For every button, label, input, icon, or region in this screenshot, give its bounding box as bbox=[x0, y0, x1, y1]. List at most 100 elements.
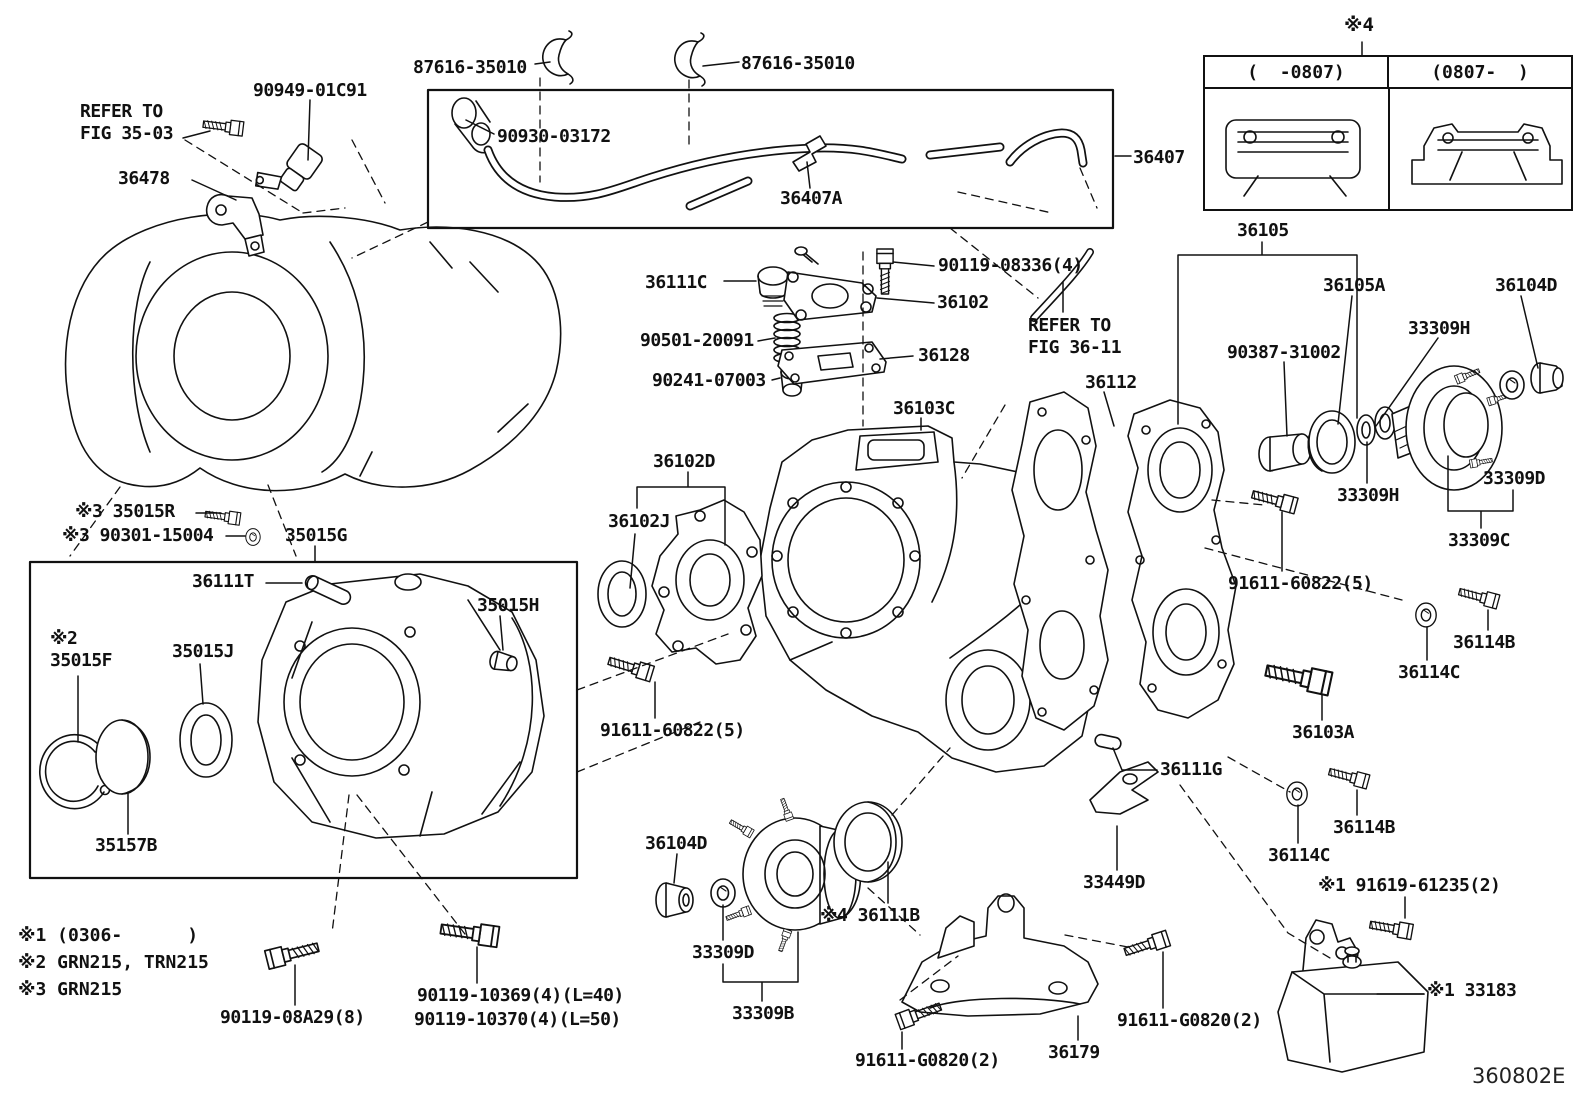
part-label-35015r: ※3 35015R bbox=[75, 501, 175, 522]
extension-housing-box bbox=[28, 560, 579, 880]
output-flange-drawing bbox=[1391, 365, 1512, 491]
part-label-36407a: 36407A bbox=[780, 188, 843, 209]
footnote-1: ※1 (0306- ) bbox=[18, 925, 199, 946]
part-label-36114c-2: 36114C bbox=[1268, 845, 1331, 866]
dowel-pin-drawing bbox=[304, 575, 352, 605]
part-label-90930-03172: 90930-03172 bbox=[497, 126, 611, 147]
part-label-36104d-top: 36104D bbox=[1495, 275, 1558, 296]
output-seal-36111b-drawing bbox=[833, 801, 903, 883]
part-label-91611-g0820-l: 91611-G0820(2) bbox=[855, 1050, 1000, 1071]
part-label-87616-35010-a: 87616-35010 bbox=[413, 57, 527, 78]
hose-clamp-drawing bbox=[792, 135, 827, 172]
part-label-35015g: 35015G bbox=[285, 525, 348, 546]
diagram-code: 360802E bbox=[1472, 1064, 1566, 1088]
part-label-90241-07003: 90241-07003 bbox=[652, 370, 766, 391]
footnote-2: ※2 GRN215, TRN215 bbox=[18, 952, 209, 973]
part-label-36103a: 36103A bbox=[1292, 722, 1355, 743]
variant-table-marker: ※4 bbox=[1344, 14, 1374, 36]
part-label-36104d-b: 36104D bbox=[645, 833, 708, 854]
flange-nut-drawing bbox=[1530, 362, 1564, 394]
stiffener-bracket-drawing bbox=[1089, 761, 1159, 815]
part-label-36111b: ※4 36111B bbox=[820, 905, 920, 926]
part-label-33183: ※1 33183 bbox=[1427, 980, 1517, 1001]
part-label-33309h-top: 33309H bbox=[1408, 318, 1471, 339]
part-label-36102d: 36102D bbox=[653, 451, 716, 472]
part-label-36103c: 36103C bbox=[893, 398, 956, 419]
part-label-33309d-r: 33309D bbox=[1483, 468, 1546, 489]
part-label-36407: 36407 bbox=[1133, 147, 1185, 168]
dowel-pin-36111g-drawing bbox=[1094, 733, 1122, 751]
part-label-36478: 36478 bbox=[118, 168, 170, 189]
clip-drawing-2 bbox=[674, 32, 706, 87]
part-label-36111g: 36111G bbox=[1160, 759, 1223, 780]
part-label-90119-10370: 90119-10370(4)(L=50) bbox=[414, 1009, 621, 1030]
transfer-case-rear-drawing bbox=[1127, 399, 1237, 719]
bottom-nut-drawing bbox=[655, 882, 694, 918]
spacer-bushing-drawing bbox=[1258, 433, 1312, 472]
part-label-36112: 36112 bbox=[1085, 372, 1137, 393]
part-label-91611-60822-r: 91611-60822(5) bbox=[1228, 573, 1373, 594]
part-label-35015f: ※2 35015F bbox=[50, 628, 113, 671]
variant-table: ( -0807) (0807- ) bbox=[1203, 55, 1573, 211]
speed-sensor-drawing bbox=[254, 143, 323, 192]
part-label-36179: 36179 bbox=[1048, 1042, 1100, 1063]
variant-column-late: (0807- ) bbox=[1431, 61, 1529, 83]
part-label-36111t: 36111T bbox=[192, 571, 255, 592]
extension-housing-drawing bbox=[257, 573, 545, 839]
part-label-90119-08336: 90119-08336(4) bbox=[938, 255, 1083, 276]
part-label-91611-g0820-r: 91611-G0820(2) bbox=[1117, 1010, 1262, 1031]
sensor-bracket-drawing bbox=[205, 193, 265, 257]
cup-plug-drawing bbox=[95, 719, 151, 795]
bottom-washer-drawing bbox=[710, 878, 736, 908]
part-label-35157b: 35157B bbox=[95, 835, 158, 856]
part-label-91611-60822-c: 91611-60822(5) bbox=[600, 720, 745, 741]
seal-variant-early-drawing bbox=[1225, 119, 1361, 197]
part-label-90301-15004: ※3 90301-15004 bbox=[62, 525, 214, 546]
front-seal-drawing bbox=[597, 560, 647, 628]
variant-column-early: ( -0807) bbox=[1205, 57, 1389, 87]
rear-seal-drawing bbox=[179, 702, 233, 778]
gasket-36128-drawing bbox=[777, 341, 887, 385]
breather-hose-box bbox=[426, 88, 1115, 230]
clip-drawing-1 bbox=[542, 30, 574, 85]
part-label-87616-35010-b: 87616-35010 bbox=[741, 53, 855, 74]
part-label-33309c: 33309C bbox=[1448, 530, 1511, 551]
part-label-36105: 36105 bbox=[1237, 220, 1289, 241]
part-label-91619-61235: ※1 91619-61235(2) bbox=[1318, 875, 1501, 896]
transfer-case-front-drawing bbox=[759, 425, 1093, 773]
part-label-33309h-2: 33309H bbox=[1337, 485, 1400, 506]
rear-bearing-drawing bbox=[1307, 410, 1356, 474]
variant-table-divider bbox=[1388, 87, 1390, 209]
part-label-90501-20091: 90501-20091 bbox=[640, 330, 754, 351]
construction-lines bbox=[69, 77, 1403, 1001]
support-bracket-drawing bbox=[901, 893, 1099, 1017]
part-label-90387-31002: 90387-31002 bbox=[1227, 342, 1341, 363]
part-label-refer-fig-36-11: REFER TO FIG 36-11 bbox=[1028, 315, 1122, 358]
part-label-36105a: 36105A bbox=[1323, 275, 1386, 296]
part-label-33309b: 33309B bbox=[732, 1003, 795, 1024]
part-label-36102j: 36102J bbox=[608, 511, 671, 532]
breather-pipe-drawing bbox=[1030, 248, 1094, 322]
flange-washer-drawing bbox=[1499, 370, 1525, 400]
part-label-35015j: 35015J bbox=[172, 641, 235, 662]
part-label-36111c: 36111C bbox=[645, 272, 708, 293]
case-gasket-drawing bbox=[1011, 391, 1109, 731]
part-label-33309d-b: 33309D bbox=[692, 942, 755, 963]
footnote-3: ※3 GRN215 bbox=[18, 979, 123, 1000]
seal-variant-late-drawing bbox=[1411, 123, 1563, 185]
part-label-36114c-1: 36114C bbox=[1398, 662, 1461, 683]
cup-plug-small-drawing bbox=[489, 650, 518, 672]
part-label-36114b-1: 36114B bbox=[1453, 632, 1516, 653]
part-label-90949-01c91: 90949-01C91 bbox=[253, 80, 367, 101]
part-label-refer-fig-35-03: REFER TO FIG 35-03 bbox=[80, 101, 174, 144]
part-label-36114b-2: 36114B bbox=[1333, 817, 1396, 838]
footnotes: ※1 (0306- ) ※2 GRN215, TRN215 ※3 GRN215 bbox=[18, 922, 209, 1003]
part-label-90119-10369: 90119-10369(4)(L=40) bbox=[417, 985, 624, 1006]
breather-hose-drawing bbox=[483, 128, 1088, 211]
oil-pump-cover-drawing bbox=[651, 499, 763, 665]
part-label-90119-08a29: 90119-08A29(8) bbox=[220, 1007, 365, 1028]
leader-lines bbox=[77, 41, 1539, 1050]
part-label-36128: 36128 bbox=[918, 345, 970, 366]
part-label-36102: 36102 bbox=[937, 292, 989, 313]
